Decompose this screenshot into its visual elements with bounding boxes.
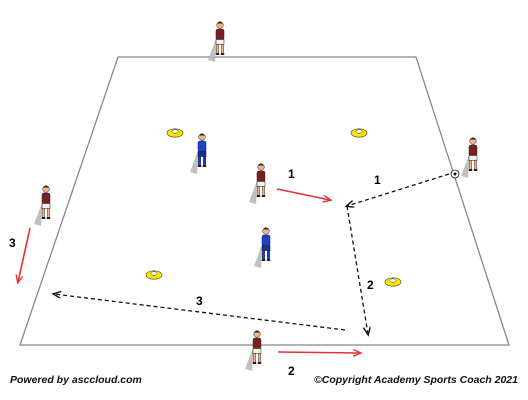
cone-icon — [350, 128, 368, 138]
player-icon — [33, 185, 51, 227]
pass-arrow-1 — [347, 173, 450, 206]
run-label-3: 3 — [9, 236, 16, 250]
copyright-text: ©Copyright Academy Sports Coach 2021 — [314, 374, 518, 386]
pass-label-1: 1 — [374, 173, 381, 187]
player-icon — [207, 21, 225, 63]
pass-label-3: 3 — [196, 294, 203, 308]
cone-icon — [145, 270, 163, 280]
cone-icon — [384, 277, 402, 287]
cone-icon — [166, 128, 184, 138]
run-label-2: 2 — [288, 364, 295, 378]
player-icon — [460, 137, 478, 179]
pitch-outline — [19, 56, 510, 346]
run-arrow-2 — [277, 352, 360, 353]
run-arrow-3 — [18, 227, 31, 282]
powered-by-text: Powered by asccloud.com — [10, 374, 142, 386]
pass-arrow-2 — [346, 205, 368, 334]
run-label-1: 1 — [288, 167, 295, 181]
run-arrow-1 — [276, 188, 330, 200]
ball-icon — [450, 169, 460, 179]
pass-label-2: 2 — [367, 278, 374, 292]
